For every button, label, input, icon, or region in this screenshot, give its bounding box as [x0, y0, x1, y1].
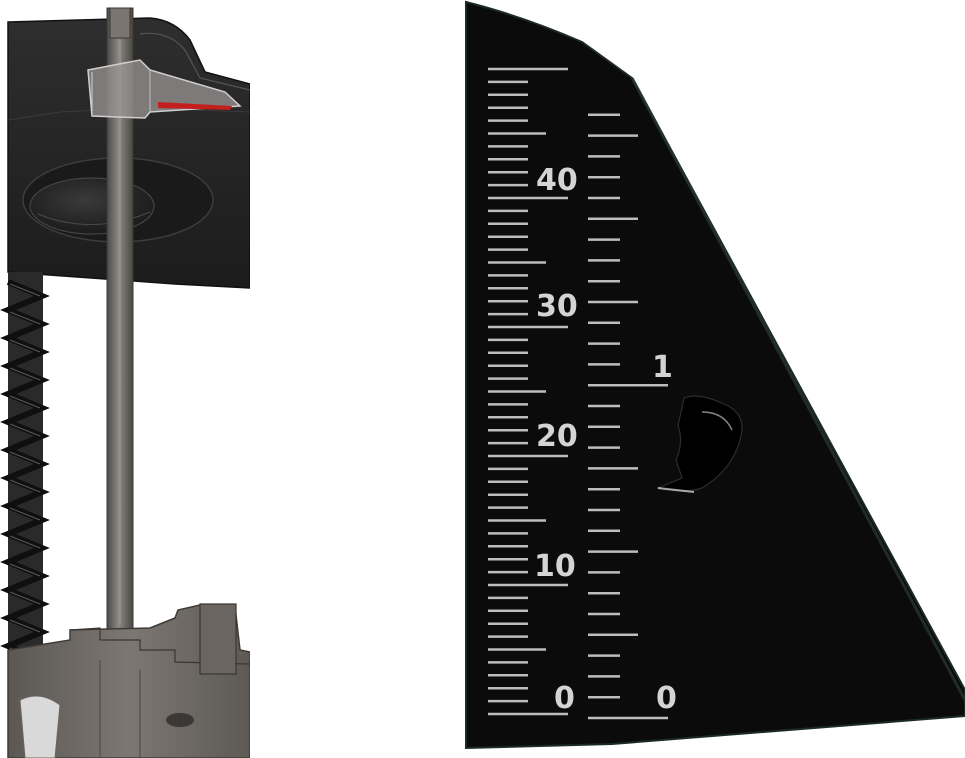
- left-scale-ticks: [488, 67, 568, 716]
- scale-label-0-right: 0: [656, 681, 677, 716]
- depth-scale-illustration: 40 30 20 10 0 1 0: [465, 0, 965, 750]
- scale-label-20: 20: [536, 419, 578, 454]
- depth-stop-render: [0, 0, 250, 758]
- turret-base: [7, 603, 250, 758]
- spring: [0, 272, 50, 672]
- scale-notch: [656, 395, 743, 492]
- scale-plate: [465, 0, 965, 750]
- depth-stop-illustration: [0, 7, 250, 758]
- scale-label-30: 30: [536, 289, 578, 324]
- depth-scale-photo: 40 30 20 10 0 1 0: [462, 0, 965, 758]
- scale-label-1: 1: [652, 350, 673, 385]
- housing-edge: [139, 32, 250, 91]
- scale-label-40: 40: [536, 163, 578, 198]
- scale-label-0-left: 0: [554, 681, 575, 716]
- right-scale-ticks: [588, 113, 668, 720]
- base-tab: [19, 695, 61, 758]
- rod-clamp: [87, 59, 242, 119]
- scale-label-10: 10: [534, 549, 576, 584]
- rod-tip: [109, 7, 131, 39]
- depth-indicator: [158, 102, 232, 110]
